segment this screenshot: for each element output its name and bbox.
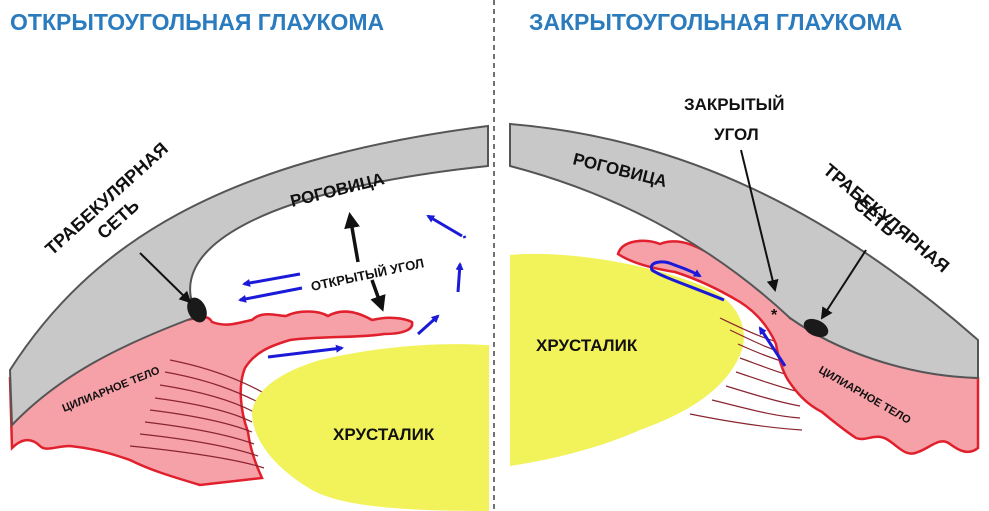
left-trabecular-mesh [187,297,207,323]
left-title: ОТКРЫТОУГОЛЬНАЯ ГЛАУКОМА [10,9,384,35]
right-panel: ЗАКРЫТОУГОЛЬНАЯ ГЛАУКОМА ЗАК [509,9,980,466]
left-angle-label: ОТКРЫТЫЙ УГОЛ [310,255,426,294]
right-cornea [509,122,979,380]
left-flow-arrow [426,214,463,238]
left-flow-arrow [238,286,303,303]
left-cornea [8,124,489,428]
right-trabecular-mesh [803,318,829,338]
left-ciliary-body [8,310,414,487]
right-closed-angle-label-1: ЗАКРЫТЫЙ [684,95,785,114]
left-flow-arrow [267,344,344,359]
right-lens [510,253,744,466]
left-lens [252,344,489,511]
left-angle-arrow-up [344,212,360,263]
left-mesh-pointer [139,252,192,304]
right-title: ЗАКРЫТОУГОЛЬНАЯ ГЛАУКОМА [529,9,902,35]
right-lens-label: ХРУСТАЛИК [536,336,638,355]
left-flow-arrow [462,235,467,239]
right-flow-arrow [758,326,787,367]
left-fluid-flow-arrows [238,214,467,359]
right-mesh-pointer [820,249,867,320]
right-angle-pointer [740,149,779,292]
left-zonule-fibers [129,359,265,469]
right-closed-angle-label-2: УГОЛ [714,125,759,144]
right-fluid-flow-arrows [649,260,787,367]
left-panel: ОТКРЫТОУГОЛЬНАЯ ГЛАУКОМА [8,9,489,511]
left-flow-arrow [242,272,301,287]
right-asterisk: * [771,307,778,324]
left-flow-arrow [416,314,440,336]
left-lens-label: ХРУСТАЛИК [333,425,435,444]
left-angle-arrow-down [370,279,386,312]
left-flow-arrow [455,262,464,293]
right-flow-loop [649,260,725,302]
